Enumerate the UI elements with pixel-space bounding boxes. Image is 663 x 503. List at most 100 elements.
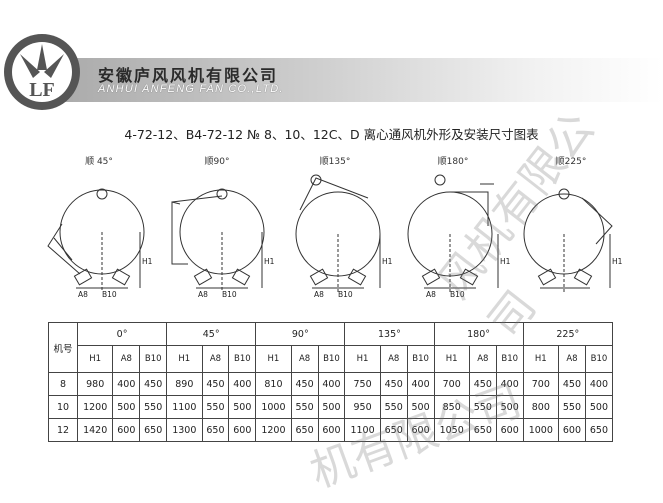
angle-header: 90° <box>255 322 346 346</box>
table-cell: 400 <box>584 372 614 396</box>
angle-header: 45° <box>166 322 257 346</box>
svg-text:B10: B10 <box>102 290 117 299</box>
table-cell: 1200 <box>76 395 114 419</box>
table-cell: 500 <box>406 395 435 419</box>
table-cell: 1100 <box>166 395 203 419</box>
table-cell: 600 <box>112 418 141 442</box>
table-cell: 890 <box>166 372 203 396</box>
table-cell: 400 <box>495 372 524 396</box>
table-cell: 450 <box>379 372 408 396</box>
table-cell: 650 <box>139 418 168 442</box>
svg-text:B10: B10 <box>338 290 353 299</box>
table-cell: 1300 <box>166 418 203 442</box>
table-cell: 500 <box>495 395 524 419</box>
figure-45: 顺 45° A8 B10 H1 <box>40 150 158 310</box>
figure-label: 顺90° <box>204 157 230 167</box>
angle-header: 225° <box>522 322 614 346</box>
angle-header: 0° <box>76 322 168 346</box>
figure-label: 顺135° <box>319 157 351 167</box>
fan-orientation-figures: 顺 45° A8 B10 H1 顺90° <box>40 150 630 310</box>
sub-header: B10 <box>495 345 524 373</box>
sub-header: B10 <box>228 345 257 373</box>
table-cell: 400 <box>317 372 346 396</box>
svg-text:H1: H1 <box>382 257 393 266</box>
table-cell: 1420 <box>76 418 114 442</box>
table-cell: 810 <box>255 372 292 396</box>
sub-header: B10 <box>317 345 346 373</box>
table-cell: 1000 <box>522 418 560 442</box>
table-cell: 550 <box>468 395 497 419</box>
sub-header: B10 <box>584 345 614 373</box>
sub-header: H1 <box>433 345 470 373</box>
table-cell: 450 <box>139 372 168 396</box>
table-cell: 500 <box>228 395 257 419</box>
svg-text:H1: H1 <box>264 257 275 266</box>
table-cell: 650 <box>201 418 230 442</box>
table-cell: 600 <box>317 418 346 442</box>
table-cell: 550 <box>379 395 408 419</box>
figure-225: 顺225° H1 <box>512 150 630 310</box>
svg-text:A8: A8 <box>198 290 208 299</box>
table-cell: 650 <box>584 418 614 442</box>
table-cell: 750 <box>344 372 381 396</box>
table-cell: 600 <box>558 418 586 442</box>
svg-text:A8: A8 <box>426 290 436 299</box>
fan-drawing-90: A8 B10 H1 <box>171 188 275 299</box>
logo-text: LF <box>29 79 55 101</box>
table-cell: 450 <box>290 372 319 396</box>
table-cell: 450 <box>201 372 230 396</box>
sub-header: A8 <box>201 345 230 373</box>
document-title: 4-72-12、B4-72-12 № 8、10、12C、D 离心通风机外形及安装… <box>124 127 539 142</box>
machine-number-header: 机号 <box>48 322 78 373</box>
table-cell: 980 <box>76 372 114 396</box>
table-cell: 550 <box>201 395 230 419</box>
table-cell: 500 <box>112 395 141 419</box>
table-cell: 800 <box>522 395 560 419</box>
table-cell: 500 <box>317 395 346 419</box>
table-cell: 400 <box>228 372 257 396</box>
figure-label: 顺225° <box>555 157 587 167</box>
fan-drawing-180: A8 B10 H1 <box>407 174 511 299</box>
sub-header: H1 <box>255 345 292 373</box>
sub-header: H1 <box>166 345 203 373</box>
sub-header: A8 <box>290 345 319 373</box>
table-cell: 700 <box>433 372 470 396</box>
machine-number-cell: 12 <box>48 418 78 442</box>
table-cell: 650 <box>379 418 408 442</box>
company-name-en: ANHUI ANFENG FAN CO.,LTD. <box>98 83 284 95</box>
table-cell: 850 <box>433 395 470 419</box>
svg-text:H1: H1 <box>612 257 623 266</box>
header-band <box>40 58 663 102</box>
company-logo-icon: LF <box>4 34 80 110</box>
svg-text:A8: A8 <box>314 290 324 299</box>
sub-header: H1 <box>344 345 381 373</box>
table-cell: 650 <box>468 418 497 442</box>
table-cell: 1050 <box>433 418 470 442</box>
figure-135: 顺135° A8 B10 H1 <box>276 150 394 310</box>
angle-header: 135° <box>344 322 435 346</box>
table-cell: 400 <box>112 372 141 396</box>
table-cell: 600 <box>228 418 257 442</box>
table-cell: 550 <box>290 395 319 419</box>
table-cell: 600 <box>495 418 524 442</box>
sub-header: B10 <box>406 345 435 373</box>
table-cell: 1000 <box>255 395 292 419</box>
sub-header: A8 <box>468 345 497 373</box>
sub-header: H1 <box>522 345 560 373</box>
table-cell: 500 <box>584 395 614 419</box>
machine-number-cell: 10 <box>48 395 78 419</box>
sub-header: A8 <box>112 345 141 373</box>
table-cell: 400 <box>406 372 435 396</box>
fan-drawing-225: H1 <box>523 188 623 292</box>
table-cell: 450 <box>468 372 497 396</box>
figure-label: 顺180° <box>437 157 469 167</box>
figure-label: 顺 45° <box>85 157 113 167</box>
table-cell: 550 <box>139 395 168 419</box>
figure-90: 顺90° A8 B10 H1 <box>158 150 276 310</box>
fan-drawing-135: A8 B10 H1 <box>295 174 393 299</box>
svg-text:B10: B10 <box>222 290 237 299</box>
table-cell: 1100 <box>344 418 381 442</box>
svg-text:H1: H1 <box>500 257 511 266</box>
